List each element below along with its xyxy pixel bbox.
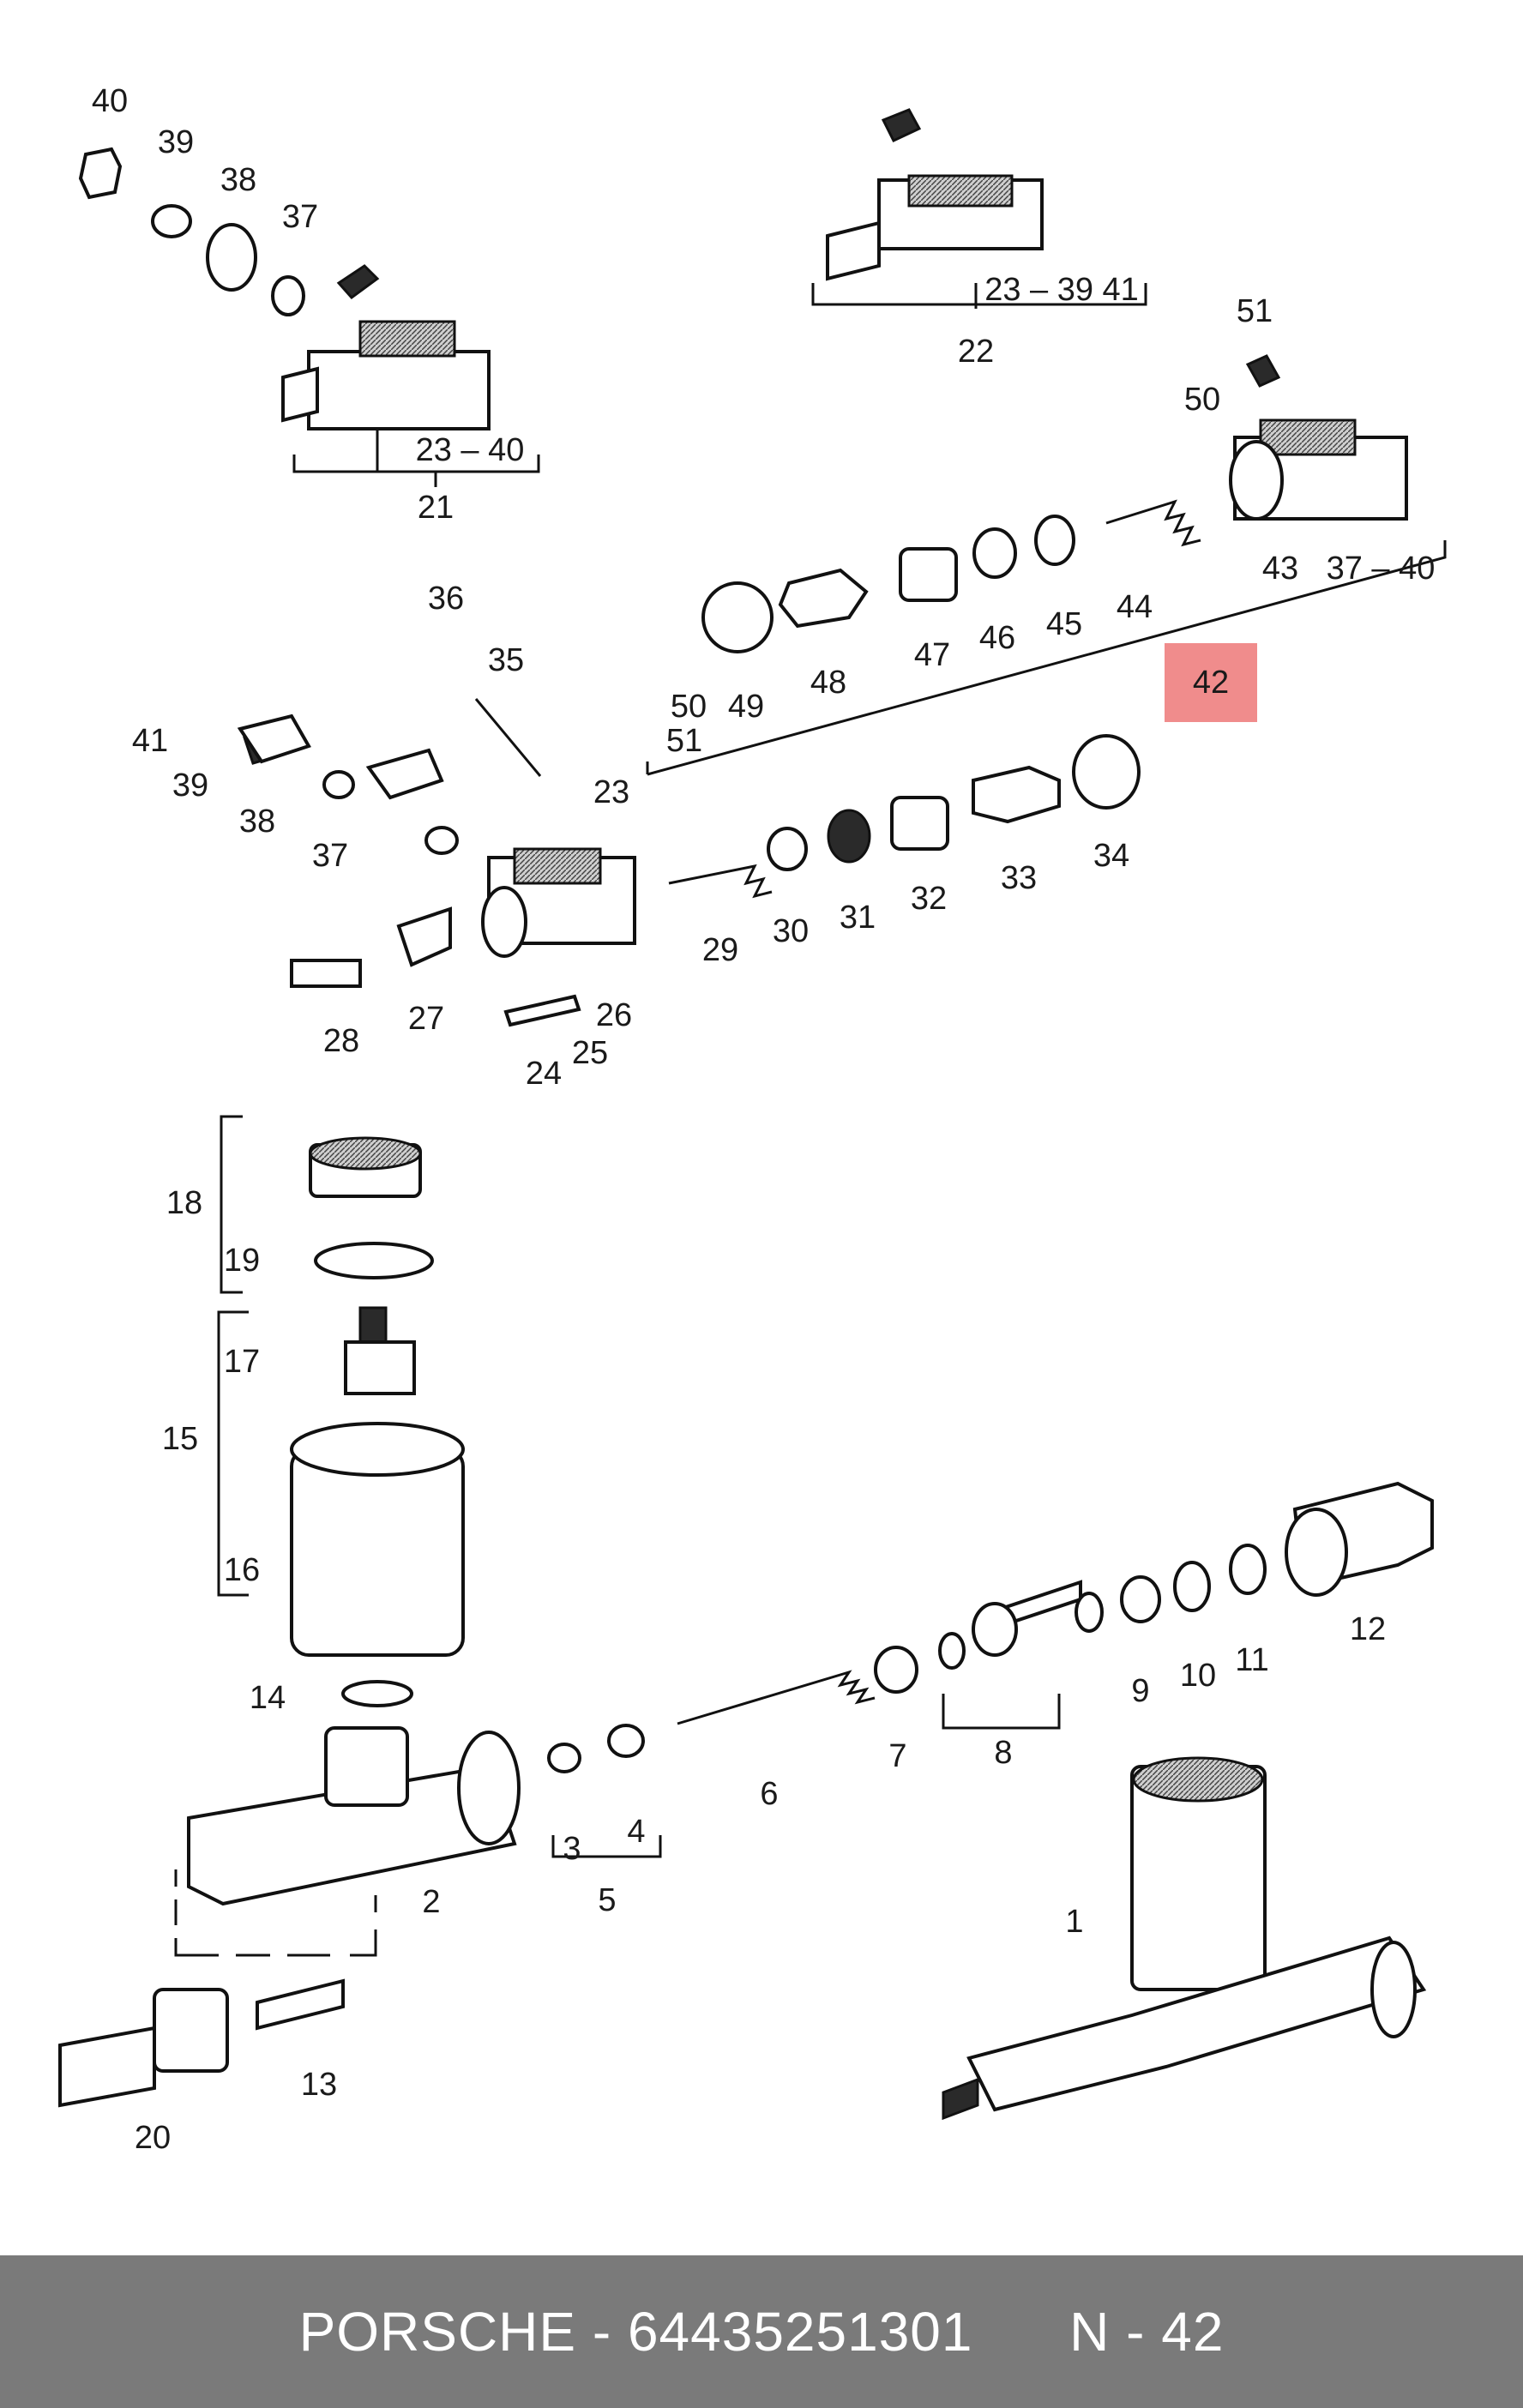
part-group-23	[237, 698, 1141, 1027]
label-17: 17	[224, 1344, 260, 1380]
label-range-22: 23 – 39 41	[984, 272, 1139, 308]
footer-separator: -	[576, 2301, 628, 2363]
label-34: 34	[1093, 838, 1129, 874]
label-26: 26	[596, 997, 632, 1033]
label-9: 9	[1131, 1673, 1149, 1709]
label-36: 36	[428, 581, 464, 617]
label-51-top: 51	[1237, 293, 1273, 329]
label-46: 46	[979, 620, 1015, 656]
label-16: 16	[224, 1552, 260, 1588]
label-11: 11	[1235, 1642, 1268, 1678]
label-3: 3	[563, 1831, 581, 1867]
label-22: 22	[958, 334, 994, 370]
label-49: 49	[728, 689, 764, 725]
part-group-22	[811, 108, 1147, 309]
label-38-mid: 38	[239, 804, 275, 840]
part-group-42	[646, 354, 1447, 776]
label-27: 27	[408, 1001, 444, 1037]
label-38: 38	[220, 162, 256, 198]
reservoir-group	[217, 1115, 465, 1707]
label-35: 35	[488, 642, 524, 678]
label-20: 20	[135, 2120, 171, 2156]
label-48: 48	[810, 665, 846, 701]
label-33: 33	[1001, 860, 1037, 896]
label-40: 40	[92, 83, 128, 119]
label-range-42: 37 – 40	[1327, 551, 1436, 587]
part-group-21	[78, 147, 540, 487]
label-24: 24	[526, 1056, 562, 1092]
master-cylinder-group	[174, 1481, 1434, 1957]
label-43: 43	[1262, 551, 1298, 587]
assembly-group	[58, 1756, 1427, 2121]
label-21: 21	[418, 490, 454, 526]
label-42-highlighted[interactable]: 42	[1193, 665, 1229, 701]
label-41: 41	[132, 723, 168, 759]
label-30: 30	[773, 913, 809, 949]
label-29: 29	[702, 932, 738, 968]
label-15: 15	[162, 1421, 198, 1457]
footer-brand: PORSCHE	[298, 2301, 577, 2363]
footer-page: N - 42	[1069, 2301, 1225, 2363]
footer-caption: PORSCHE - 64435251301 N - 42	[299, 2300, 1225, 2363]
label-44: 44	[1117, 589, 1153, 625]
label-31: 31	[840, 900, 876, 936]
label-50-top: 50	[1184, 382, 1220, 418]
label-14: 14	[250, 1680, 286, 1716]
footer-gap	[972, 2301, 1069, 2363]
label-37-mid: 37	[312, 838, 348, 874]
label-51-row: 51	[666, 723, 702, 759]
footer-part-number: 64435251301	[627, 2301, 973, 2363]
label-39-mid: 39	[172, 768, 208, 804]
label-range-21: 23 – 40	[416, 432, 525, 468]
label-5: 5	[598, 1882, 616, 1918]
label-32: 32	[911, 881, 947, 917]
label-12: 12	[1350, 1611, 1386, 1647]
label-23: 23	[593, 774, 629, 810]
label-13: 13	[301, 2067, 337, 2103]
label-7: 7	[888, 1738, 906, 1774]
label-8: 8	[994, 1735, 1012, 1771]
label-28: 28	[323, 1023, 359, 1059]
highlight-box	[1165, 643, 1257, 722]
label-50-row: 50	[671, 689, 707, 725]
label-2: 2	[422, 1884, 440, 1920]
footer-bar: PORSCHE - 64435251301 N - 42	[0, 2255, 1523, 2408]
label-25: 25	[572, 1035, 608, 1071]
label-1: 1	[1065, 1904, 1083, 1940]
label-4: 4	[627, 1814, 645, 1850]
label-19: 19	[224, 1243, 260, 1279]
label-18: 18	[166, 1185, 202, 1221]
label-37: 37	[282, 199, 318, 235]
label-10: 10	[1180, 1658, 1216, 1694]
label-47: 47	[914, 637, 950, 673]
exploded-parts-diagram: 40 39 38 37 23 – 40 21 23 – 39 41 22 51 …	[58, 83, 1447, 2156]
label-39: 39	[158, 124, 194, 160]
label-45: 45	[1046, 606, 1082, 642]
label-6: 6	[760, 1776, 778, 1812]
